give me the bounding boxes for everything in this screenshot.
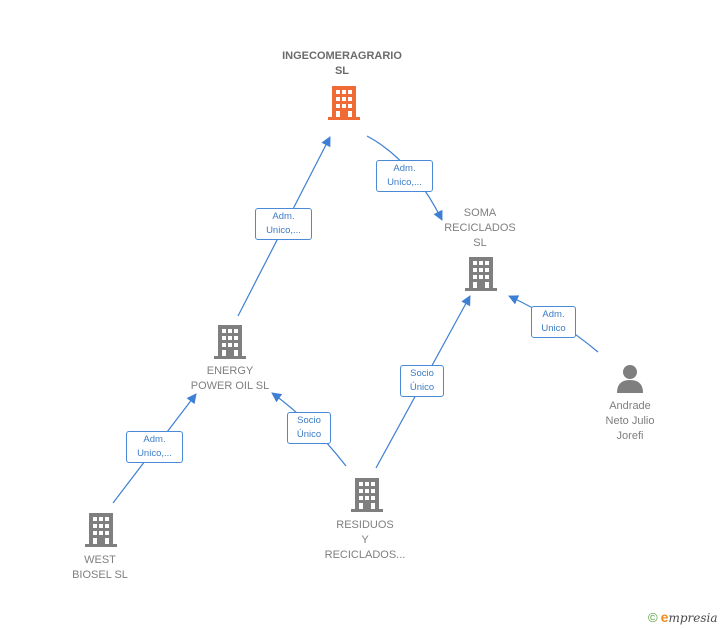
edge-label-andrade-soma[interactable]: Adm. Unico xyxy=(531,306,576,338)
copyright-icon: © xyxy=(648,610,658,625)
node-label-ingecomeragrario: INGECOMERAGRARIO SL xyxy=(282,50,402,77)
building-icon[interactable] xyxy=(85,513,117,547)
node-label-soma-reciclados: SOMA RECICLADOS SL xyxy=(444,207,516,249)
edge-label-residuos-energy[interactable]: Socio Único xyxy=(287,412,331,444)
building-icon[interactable] xyxy=(465,257,497,291)
building-icon[interactable] xyxy=(328,86,360,120)
building-icon[interactable] xyxy=(214,325,246,359)
edge-label-west-energy[interactable]: Adm. Unico,... xyxy=(126,431,183,463)
node-label-andrade: Andrade Neto Julio Jorefi xyxy=(605,400,655,442)
person-icon[interactable] xyxy=(615,363,645,393)
node-label-residuos: RESIDUOS Y RECICLADOS... xyxy=(324,519,406,561)
node-label-energy-power-oil: ENERGY POWER OIL SL xyxy=(190,365,270,392)
brand-logo-text: mpresia xyxy=(668,611,718,625)
node-label-west-biosel: WEST BIOSEL SL xyxy=(72,554,128,581)
building-icon[interactable] xyxy=(351,478,383,512)
edge-label-ingecomeragrario-soma[interactable]: Adm. Unico,... xyxy=(376,160,433,192)
edge-label-residuos-soma[interactable]: Socio Único xyxy=(400,365,444,397)
footer-brand: © empresia xyxy=(648,609,718,625)
brand-logo-initial: e xyxy=(660,609,669,625)
edge-label-energy-ingecomeragrario[interactable]: Adm. Unico,... xyxy=(255,208,312,240)
